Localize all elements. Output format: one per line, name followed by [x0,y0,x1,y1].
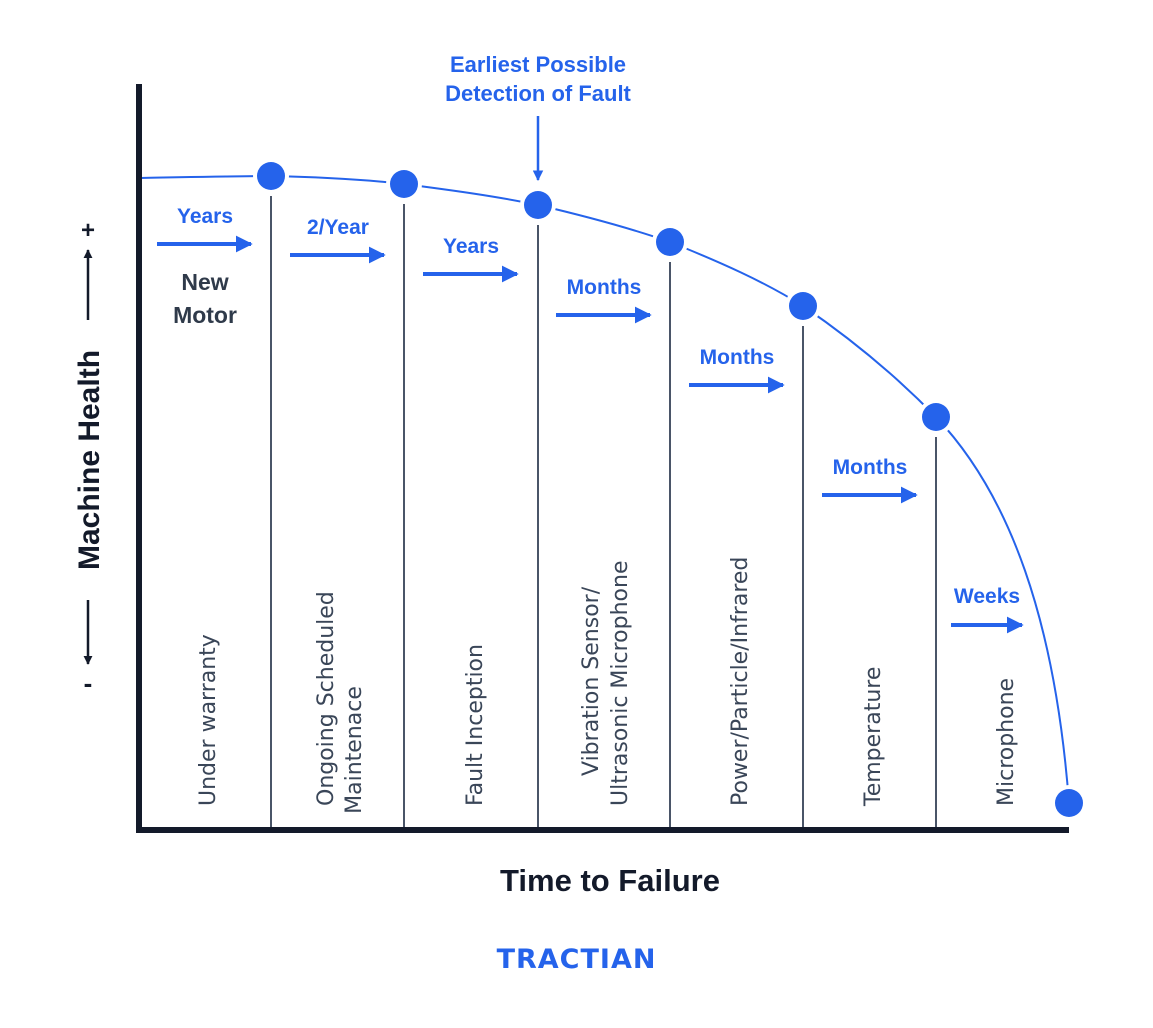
point-failure [1055,789,1083,817]
y-axis-label-group: + - Machine Health [73,217,106,698]
interval-label: Months [567,276,642,299]
new-motor-line1: New [181,269,228,295]
stage-label-fault-inception: Fault Inception [463,644,488,806]
callout-line1: Earliest Possible [450,52,626,77]
interval-3: Months [556,276,652,324]
new-motor-label: New Motor [173,269,237,328]
interval-0: Years [157,205,253,253]
interval-label: Months [700,346,775,369]
x-axis [136,827,1069,833]
interval-2: Years [423,235,519,283]
stage-label-microphone: Microphone [994,678,1019,806]
point-new-motor [257,162,285,190]
y-axis-minus: - [84,668,93,698]
interval-label: 2/Year [307,216,369,239]
stage-label-under-warranty: Under warranty [196,634,221,806]
stage-label-temperature: Temperature [861,667,886,807]
earliest-detection-callout: Earliest Possible Detection of Fault [445,52,632,182]
point-fault-inception [524,191,552,219]
stage-label-scheduled-maintenance-2: Maintenace [342,686,367,814]
interval-label: Weeks [954,585,1020,608]
point-vibration [656,228,684,256]
point-maintenance [390,170,418,198]
pf-curve [140,174,1070,804]
stage-label-vibration-1: Vibration Sensor/ [579,586,604,776]
new-motor-line2: Motor [173,302,237,328]
interval-label: Years [177,205,233,228]
curve-points [253,158,1087,821]
stage-label-scheduled-maintenance-1: Ongoing Scheduled [314,591,339,806]
callout-line2: Detection of Fault [445,81,631,106]
interval-4: Months [689,346,785,394]
stage-label-vibration-2: Ultrasonic Microphone [608,561,633,807]
tractian-logo: TRACTIAN [496,944,657,975]
y-axis-title: Machine Health [73,350,106,570]
interval-1: 2/Year [290,216,386,264]
point-temperature [922,403,950,431]
interval-label: Months [833,456,908,479]
interval-label: Years [443,235,499,258]
y-axis-plus: + [81,217,95,244]
stage-label-power-particle-infrared: Power/Particle/Infrared [728,557,753,806]
point-power [789,292,817,320]
x-axis-title: Time to Failure [500,863,720,898]
y-axis [136,84,142,833]
stage-dividers [270,196,937,829]
interval-5: Months [822,456,918,504]
interval-6: Weeks [951,585,1024,634]
axes [136,84,1069,833]
